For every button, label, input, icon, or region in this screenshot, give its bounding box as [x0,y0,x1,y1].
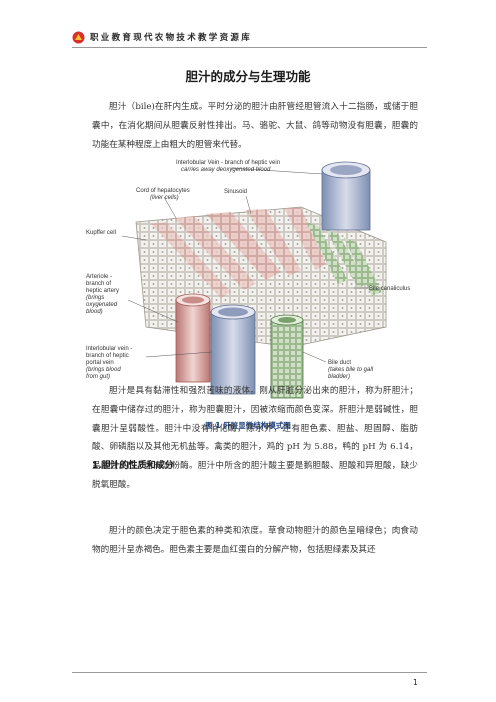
header-text: 职业教育现代农物技术教学资源库 [90,33,253,43]
label-duct-2: (takes bile to gall [328,367,374,373]
color-paragraph: 胆汁的颜色决定于胆色素的种类和浓度。草食动物胆汁的颜色呈暗绿色；肉食动物的胆汁呈… [92,526,418,555]
label-vein-title: Interlobular Vein - branch of heptic vei… [176,160,280,166]
label-portal-3: portal vein [86,360,114,366]
properties-paragraph: 胆汁是具有黏滞性和强烈苦味的液体。刚从肝脏分泌出来的胆汁，称为肝胆汁；在胆囊中储… [92,386,418,490]
portal-vein-vessel [210,304,256,395]
label-kupffer: Kupffer cell [86,230,116,236]
label-arteriole-2: branch of [86,281,111,287]
label-arteriole-3: heptic artery [86,288,119,294]
label-arteriole-6: blood) [86,309,103,315]
label-vein-sub: carries away deoxygenated blood [181,167,271,173]
header-rule [72,47,427,48]
label-arteriole-5: oxygenated [86,302,118,308]
label-portal-2: branch of heptic [86,353,129,359]
section-heading: 1.胆汁的性质和成分 [92,461,174,471]
label-sinusoid: Sinusoid [224,189,247,195]
label-duct-1: Bile duct [328,360,351,366]
label-cord: Cord of hepatocytes [136,188,190,194]
page-title: 胆汁的成分与生理功能 [185,69,311,84]
label-cord-sub: (liver cells) [150,195,179,201]
label-duct-3: bladder) [328,374,350,380]
hepatocyte-block [135,206,387,348]
footer-rule [72,672,427,673]
central-vein [321,161,371,231]
label-portal-1: Interlobular vein - [86,346,132,352]
page-header: 职业教育现代农物技术教学资源库 [72,30,432,48]
liver-structure-figure: Interlobular Vein - branch of heptic vei… [86,160,410,399]
bile-duct-vessel [270,314,304,399]
figure-caption: 图 1 肝脏显微结构模式图 [205,421,291,430]
label-arteriole-1: Arteriole - [86,274,112,280]
label-portal-5: from gut) [86,374,110,380]
intro-paragraph: 胆汁（bile)在肝内生成。平时分泌的胆汁由肝管经胆管流入十二指肠，或储于胆囊中… [92,102,418,150]
label-portal-4: (brings blood [86,367,121,373]
label-arteriole-4: (brings [86,295,104,301]
arteriole-vessel [175,293,211,383]
label-canaliculus: Bile canaliculus [369,286,410,292]
page-number: 1 [413,678,418,687]
logo-icon [72,31,85,44]
